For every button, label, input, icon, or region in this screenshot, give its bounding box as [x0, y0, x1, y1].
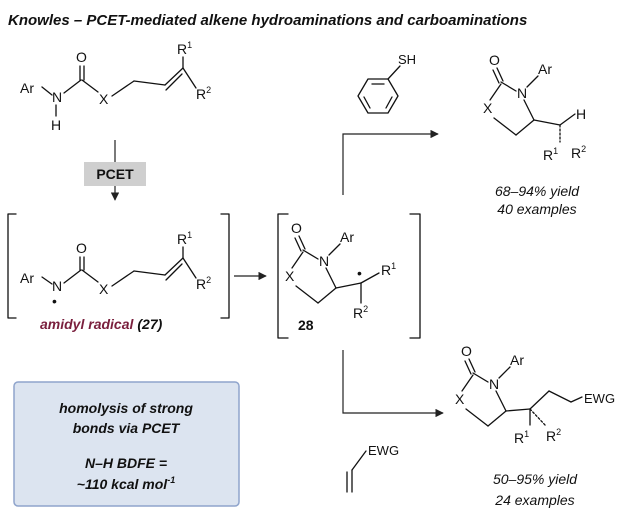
bottom-examples: 24 examples: [494, 492, 574, 508]
pcet-label-box: [84, 162, 146, 186]
svg-text:R1: R1: [177, 230, 192, 247]
svg-text:R1: R1: [543, 146, 558, 163]
info-line-3: N–H BDFE =: [85, 455, 167, 471]
svg-text:R2: R2: [353, 304, 368, 321]
svg-text:amidyl radical(27): amidyl radical(27): [40, 316, 163, 332]
svg-text:•: •: [357, 265, 362, 281]
svg-text:R2: R2: [196, 85, 211, 102]
top-examples: 40 examples: [497, 201, 576, 217]
ewg-alkene-reagent: EWG: [346, 443, 399, 493]
svg-text:X: X: [99, 281, 109, 297]
svg-text:N: N: [319, 253, 329, 269]
hydroamination-arrow: [342, 129, 439, 195]
svg-text:O: O: [76, 240, 87, 256]
info-box: [13, 381, 240, 507]
carboamination-arrow: [342, 350, 444, 418]
svg-text:O: O: [291, 220, 302, 236]
bottom-yield: 50–95% yield: [493, 471, 578, 487]
scheme-title: Knowles – PCET-mediated alkene hydroamin…: [8, 12, 527, 29]
info-line-1: homolysis of strong: [59, 400, 193, 416]
svg-text:H: H: [576, 106, 586, 122]
svg-text:Ar: Ar: [340, 229, 354, 245]
hydroamination-product: O N Ar X H R1 R2: [483, 52, 586, 163]
svg-text:X: X: [455, 391, 465, 407]
amidyl-radical: Ar N • O X R1 R2 amidyl radical(27): [7, 213, 230, 332]
sh-label: SH: [398, 52, 416, 67]
info-line-2: bonds via PCET: [73, 420, 181, 436]
atom-n: N: [52, 89, 62, 105]
atom-x: X: [99, 91, 109, 107]
top-yield: 68–94% yield: [495, 183, 580, 199]
svg-text:O: O: [461, 343, 472, 359]
svg-text:X: X: [285, 268, 295, 284]
thiophenol-reagent: SH: [357, 52, 416, 114]
atom-ar: Ar: [20, 80, 34, 96]
svg-text:N: N: [517, 85, 527, 101]
svg-text:O: O: [489, 52, 500, 68]
svg-text:Ar: Ar: [538, 61, 552, 77]
svg-text:R2: R2: [546, 427, 561, 444]
svg-text:N: N: [52, 278, 62, 294]
info-line-4: ~110 kcal mol-1: [77, 475, 175, 492]
svg-text:R1: R1: [514, 429, 529, 446]
starting-material: Ar N H O X R1 R2: [20, 40, 211, 133]
svg-text:R2: R2: [571, 144, 586, 161]
svg-text:N: N: [489, 376, 499, 392]
ewg-product-label: EWG: [584, 391, 615, 406]
intermediate-number: 28: [298, 317, 314, 333]
amidyl-radical-number: (27): [137, 316, 162, 332]
atom-h: H: [51, 117, 61, 133]
svg-text:R2: R2: [196, 275, 211, 292]
svg-text:Ar: Ar: [510, 352, 524, 368]
svg-text:Ar: Ar: [20, 270, 34, 286]
carboamination-product: O N Ar X EWG R1 R2: [455, 343, 615, 446]
atom-o: O: [76, 49, 87, 65]
radical-dot: •: [52, 293, 57, 309]
ewg-reagent-label: EWG: [368, 443, 399, 458]
svg-text:R1: R1: [381, 261, 396, 278]
pcet-label: PCET: [96, 166, 134, 182]
svg-text:R1: R1: [177, 40, 192, 57]
amidyl-radical-label: amidyl radical: [40, 316, 134, 332]
svg-text:X: X: [483, 100, 493, 116]
intermediate-28: O N Ar X • R1 R2 28: [277, 213, 421, 339]
